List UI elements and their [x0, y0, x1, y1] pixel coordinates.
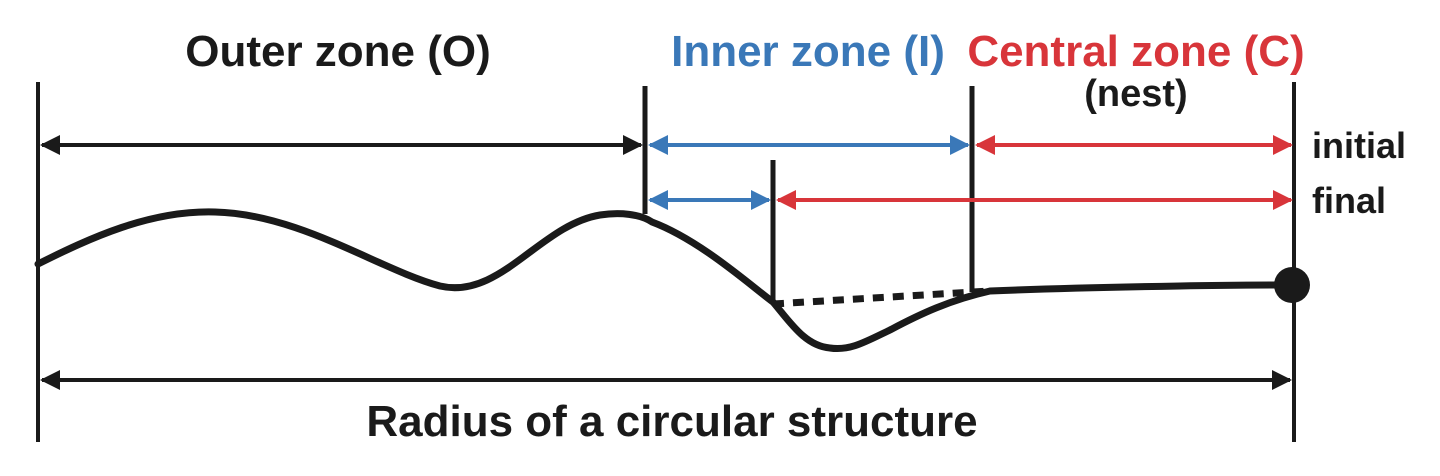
radius-label: Radius of a circular structure [366, 397, 977, 446]
inner-zone-label: Inner zone (I) [671, 27, 945, 76]
center-point [1274, 267, 1310, 303]
infill-dashed-line [772, 287, 991, 308]
surface-profile-curve [34, 208, 1298, 353]
central-zone-label: Central zone (C) [967, 27, 1304, 76]
central-zone-sublabel: (nest) [1084, 73, 1187, 115]
final-label: final [1312, 180, 1386, 221]
initial-label: initial [1312, 125, 1406, 166]
outer-zone-label: Outer zone (O) [185, 27, 491, 76]
